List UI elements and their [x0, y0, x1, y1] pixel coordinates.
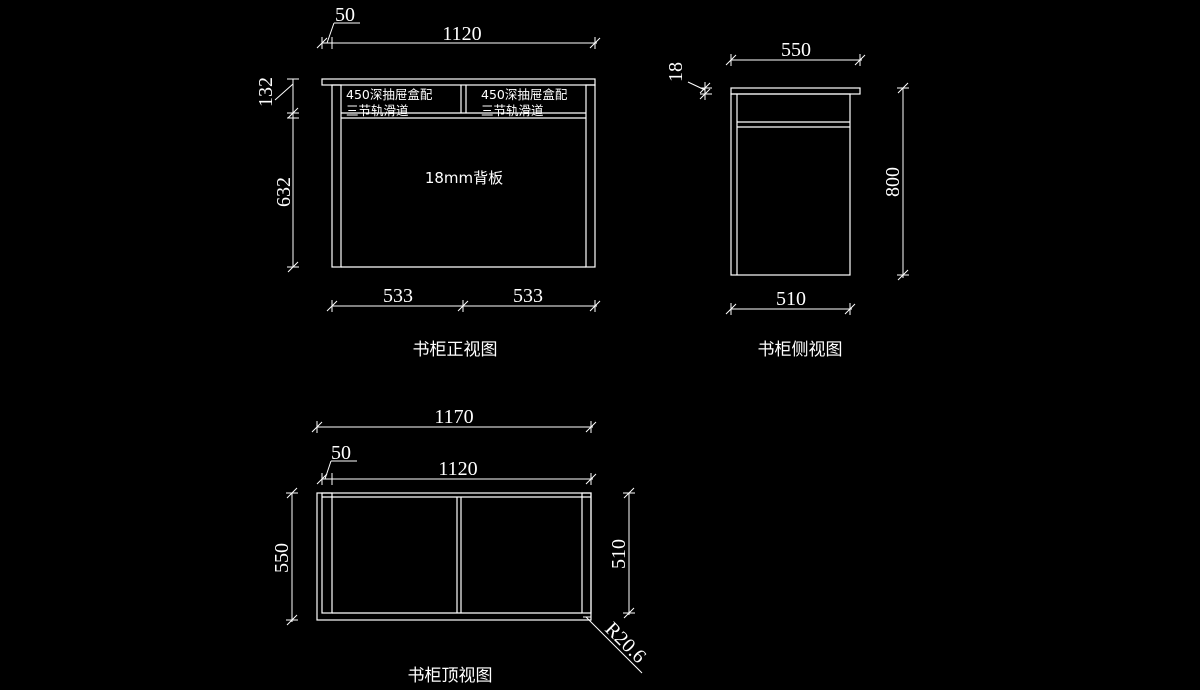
front-dim-top-height-label: 132 [255, 77, 277, 107]
top-right-side-panel [581, 492, 592, 614]
top-dim-depth [286, 487, 298, 626]
top-dim-offset-label: 50 [331, 442, 351, 464]
front-dim-lower-height-label: 632 [273, 177, 295, 207]
front-dim-offset: 50 [326, 4, 360, 49]
side-dim-top-width: 550 [725, 39, 866, 66]
top-dim-offset: 50 [324, 442, 357, 485]
front-drawer-right-note-line1: 450深抽屉盒配 [481, 87, 568, 102]
top-dim-inner-width: 1120 [316, 458, 597, 485]
side-view-caption: 书柜侧视图 [758, 340, 843, 360]
top-dim-inner-depth-label: 510 [608, 539, 630, 569]
top-dim-depth-label: 550 [271, 543, 293, 573]
top-dim-inner-depth [623, 487, 635, 619]
front-dim-offset-label: 50 [335, 4, 355, 26]
front-top-panel [321, 78, 596, 86]
front-dim-overall-width-label: 1120 [442, 23, 481, 45]
side-dim-top-thickness [687, 81, 712, 100]
front-dim-overall-width: 1120 [316, 23, 601, 49]
front-dim-vertical [274, 78, 299, 273]
front-drawer-right-note-line2: 三节轨滑道 [481, 103, 544, 118]
side-dim-height [897, 82, 909, 281]
top-view: 1170 1120 50 550 [271, 406, 650, 686]
front-dim-bottom: 533 533 [326, 285, 601, 312]
side-dim-bottom-width: 510 [725, 288, 856, 315]
front-view: 450深抽屉盒配 三节轨滑道 450深抽屉盒配 三节轨滑道 18mm背板 112… [255, 4, 601, 360]
top-view-caption: 书柜顶视图 [408, 666, 493, 686]
side-dim-top-thickness-label: 18 [665, 62, 687, 82]
top-dim-radius-label: R20.6 [600, 618, 650, 668]
front-drawer-left-note-line1: 450深抽屉盒配 [346, 87, 433, 102]
side-body [730, 93, 851, 276]
top-dim-overall-width: 1170 [311, 406, 597, 433]
top-dim-inner-width-label: 1120 [438, 458, 477, 480]
side-dim-top-width-label: 550 [781, 39, 811, 61]
top-dim-overall-width-label: 1170 [434, 406, 473, 428]
front-dim-right-half-label: 533 [513, 285, 543, 307]
top-dim-radius [583, 616, 643, 674]
side-view: 550 18 800 510 书 [665, 39, 909, 360]
side-dim-bottom-width-label: 510 [776, 288, 806, 310]
front-drawer-left-note-line2: 三节轨滑道 [346, 103, 409, 118]
top-left-side-panel [321, 492, 333, 614]
front-left-side-panel [331, 84, 342, 268]
front-dim-left-half-label: 533 [383, 285, 413, 307]
side-top-panel [730, 87, 861, 95]
front-back-panel-label: 18mm背板 [425, 169, 503, 187]
front-view-caption: 书柜正视图 [413, 340, 498, 360]
top-outer-outline [316, 492, 592, 621]
side-dim-height-label: 800 [882, 167, 904, 197]
front-right-side-panel [585, 84, 596, 268]
